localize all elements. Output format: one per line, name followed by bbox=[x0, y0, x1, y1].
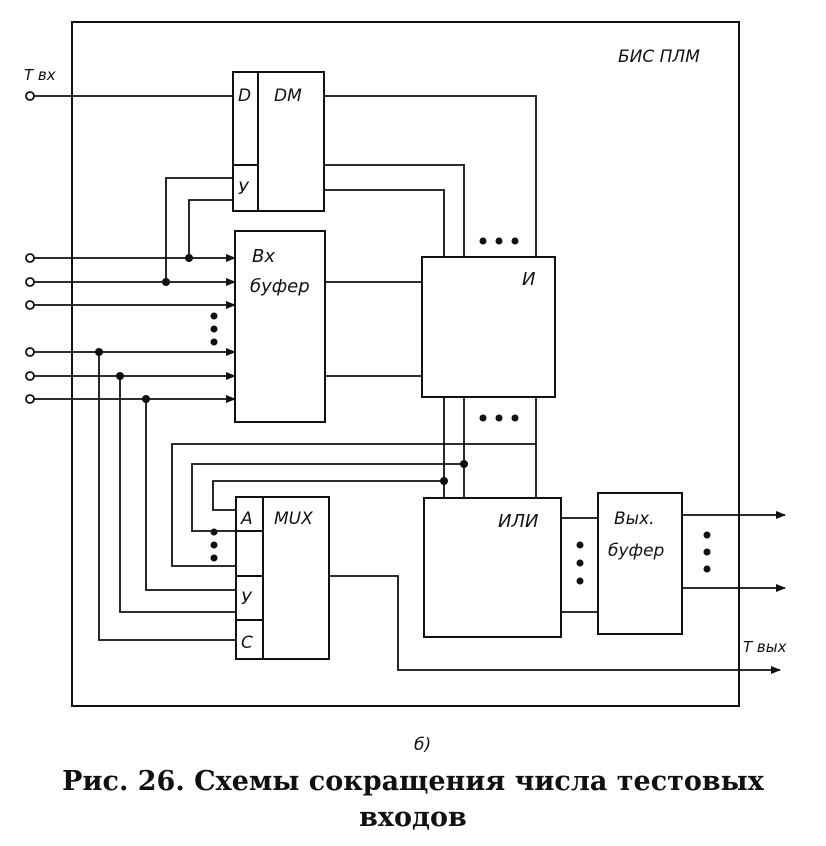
junction-dot bbox=[460, 460, 468, 468]
dm-port-y-label: У bbox=[238, 179, 250, 199]
input-terminal bbox=[25, 347, 35, 357]
mux-port-a-label: А bbox=[240, 509, 253, 529]
junction-dot bbox=[142, 395, 150, 403]
output-buffer-block bbox=[597, 492, 683, 635]
input-terminal bbox=[25, 300, 35, 310]
output-buffer-line1: Вых. bbox=[614, 509, 655, 529]
dm-title: DМ bbox=[274, 86, 302, 106]
mux-title: МUХ bbox=[274, 509, 313, 529]
or-matrix-block bbox=[423, 497, 562, 638]
input-terminal bbox=[25, 253, 35, 263]
input-buffer-line1: Вх bbox=[252, 246, 275, 267]
input-terminal bbox=[25, 91, 35, 101]
output-buffer-line2: буфер bbox=[608, 541, 665, 561]
junction-dot bbox=[162, 278, 170, 286]
input-terminal bbox=[25, 394, 35, 404]
junction-dot bbox=[95, 348, 103, 356]
chip-boundary bbox=[71, 21, 740, 707]
input-terminal bbox=[25, 371, 35, 381]
t-out-label: Т вых bbox=[743, 638, 787, 656]
input-buffer-line2: буфер bbox=[250, 276, 310, 297]
or-matrix-title: ИЛИ bbox=[498, 511, 538, 532]
junction-dot bbox=[185, 254, 193, 262]
figure-caption-line2: входов bbox=[359, 802, 467, 833]
and-matrix-title: И bbox=[522, 269, 535, 290]
and-matrix-block bbox=[421, 256, 556, 398]
dm-port-d-label: D bbox=[238, 86, 251, 106]
junction-dot bbox=[440, 477, 448, 485]
input-terminal bbox=[25, 277, 35, 287]
mux-block bbox=[235, 496, 330, 660]
mux-port-y-label: У bbox=[241, 589, 253, 609]
input-buffer-block bbox=[234, 230, 326, 423]
subfigure-label: б) bbox=[414, 735, 431, 755]
chip-label: БИС ПЛМ bbox=[618, 47, 700, 67]
junction-dot bbox=[116, 372, 124, 380]
mux-port-c-label: С bbox=[241, 633, 253, 653]
figure-caption-line1: Рис. 26. Схемы сокращения числа тестовых bbox=[62, 766, 764, 797]
ellipsis-dots bbox=[210, 237, 711, 585]
dm-block bbox=[232, 71, 325, 212]
t-in-label: Т вх bbox=[24, 66, 56, 84]
